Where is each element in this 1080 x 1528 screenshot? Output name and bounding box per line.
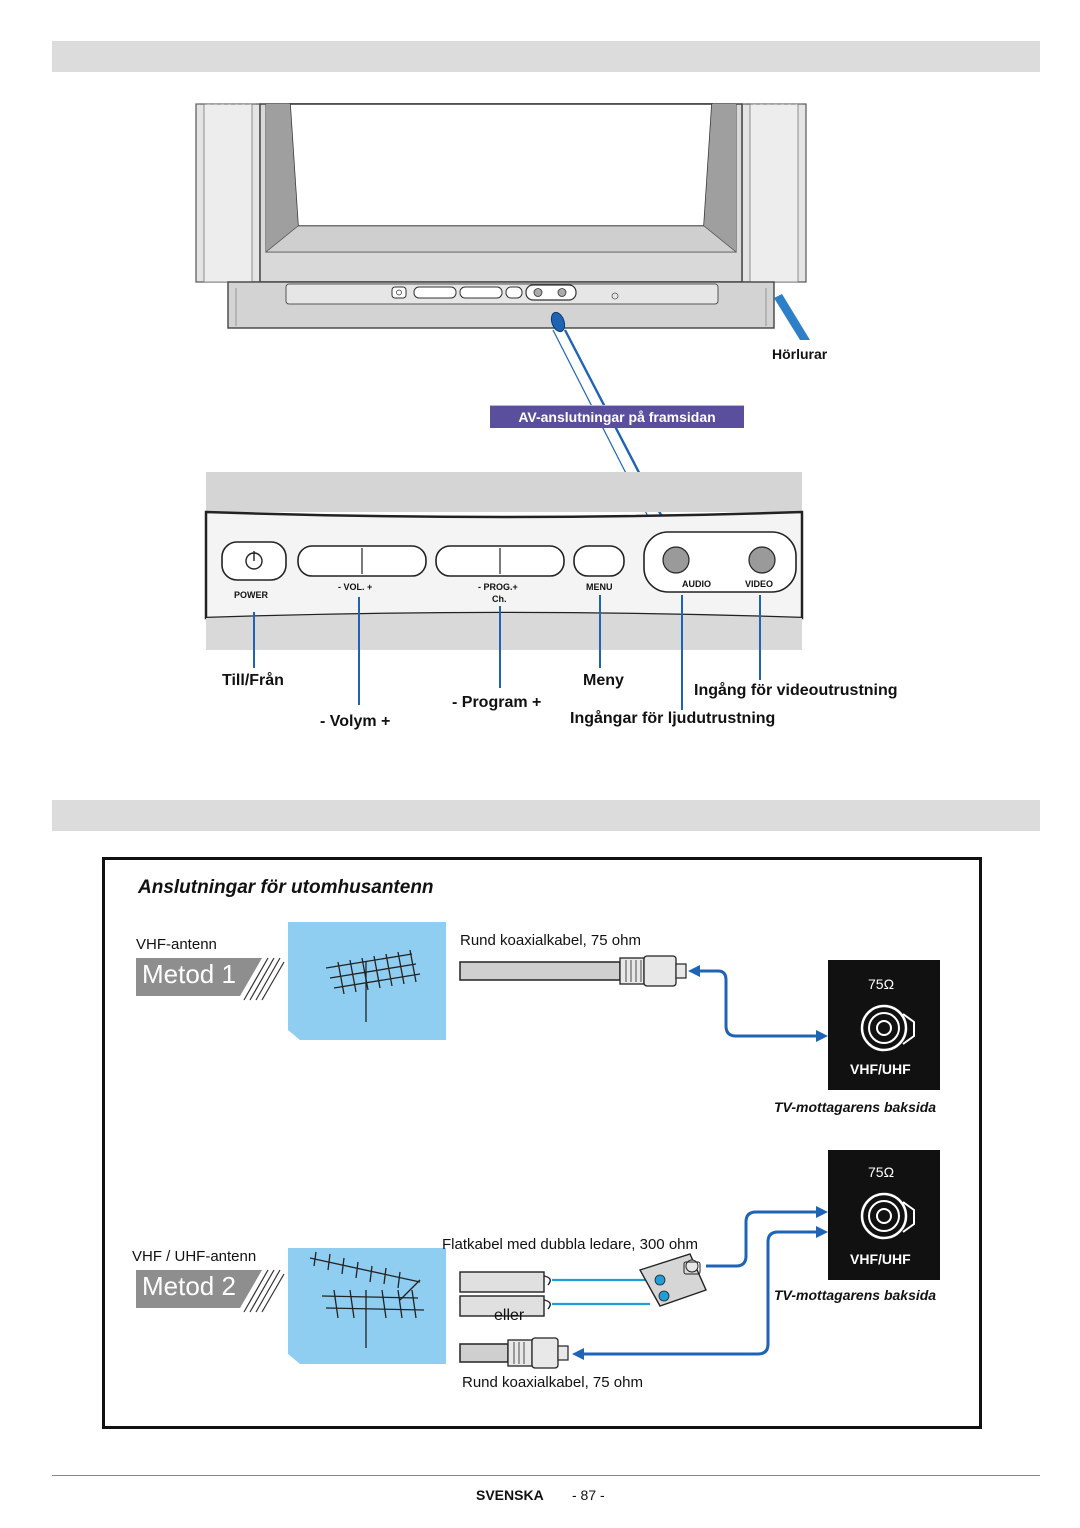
vhf-antenna-label: VHF-antenn (136, 936, 217, 953)
socket2-band: VHF/UHF (850, 1251, 911, 1267)
audio-inputs-callout: Ingångar för ljudutrustning (570, 710, 776, 727)
footer-rule (52, 1475, 1040, 1476)
antenna-diagram-frame (102, 857, 982, 1429)
flat-cable-label: Flatkabel med dubbla ledare, 300 ohm (442, 1236, 698, 1253)
menu-label: MENU (586, 582, 613, 592)
audio-label: AUDIO (682, 579, 711, 589)
or-label: eller (494, 1307, 525, 1324)
vhf-uhf-antenna-label: VHF / UHF-antenn (132, 1248, 257, 1265)
vol-label: - VOL. + (338, 582, 373, 592)
footer-page-number: - 87 - (572, 1487, 605, 1503)
socket2-impedance: 75Ω (868, 1164, 895, 1180)
volume-callout: - Volym + (320, 713, 391, 730)
socket1-caption: TV-mottagarens baksida (774, 1099, 937, 1115)
socket2-caption: TV-mottagarens baksida (774, 1287, 937, 1303)
socket1-band: VHF/UHF (850, 1061, 911, 1077)
headphones-label: Hörlurar (772, 346, 828, 362)
section-header-bar-antenna (52, 800, 1040, 831)
menu-callout: Meny (583, 672, 624, 689)
footer-language: SVENSKA (476, 1487, 544, 1503)
antenna-section-title: Anslutningar för utomhusantenn (138, 877, 434, 898)
method2-badge: Metod 2 (142, 1271, 236, 1301)
program-callout: - Program + (452, 694, 542, 711)
power-label: POWER (234, 590, 269, 600)
ch-label: Ch. (492, 594, 507, 604)
method1-cable-label: Rund koaxialkabel, 75 ohm (460, 932, 641, 949)
method1-badge: Metod 1 (142, 959, 236, 989)
method2-coax-label: Rund koaxialkabel, 75 ohm (462, 1374, 643, 1391)
prog-label: - PROG.+ (478, 582, 518, 592)
av-front-badge: AV-anslutningar på framsidan (490, 405, 744, 428)
video-label: VIDEO (745, 579, 774, 589)
video-input-callout: Ingång för videoutrustning (694, 682, 898, 699)
section-header-bar-top (52, 41, 1040, 72)
on-off-callout: Till/Från (222, 672, 284, 689)
tv-illustration (195, 103, 810, 710)
socket1-impedance: 75Ω (868, 976, 895, 992)
